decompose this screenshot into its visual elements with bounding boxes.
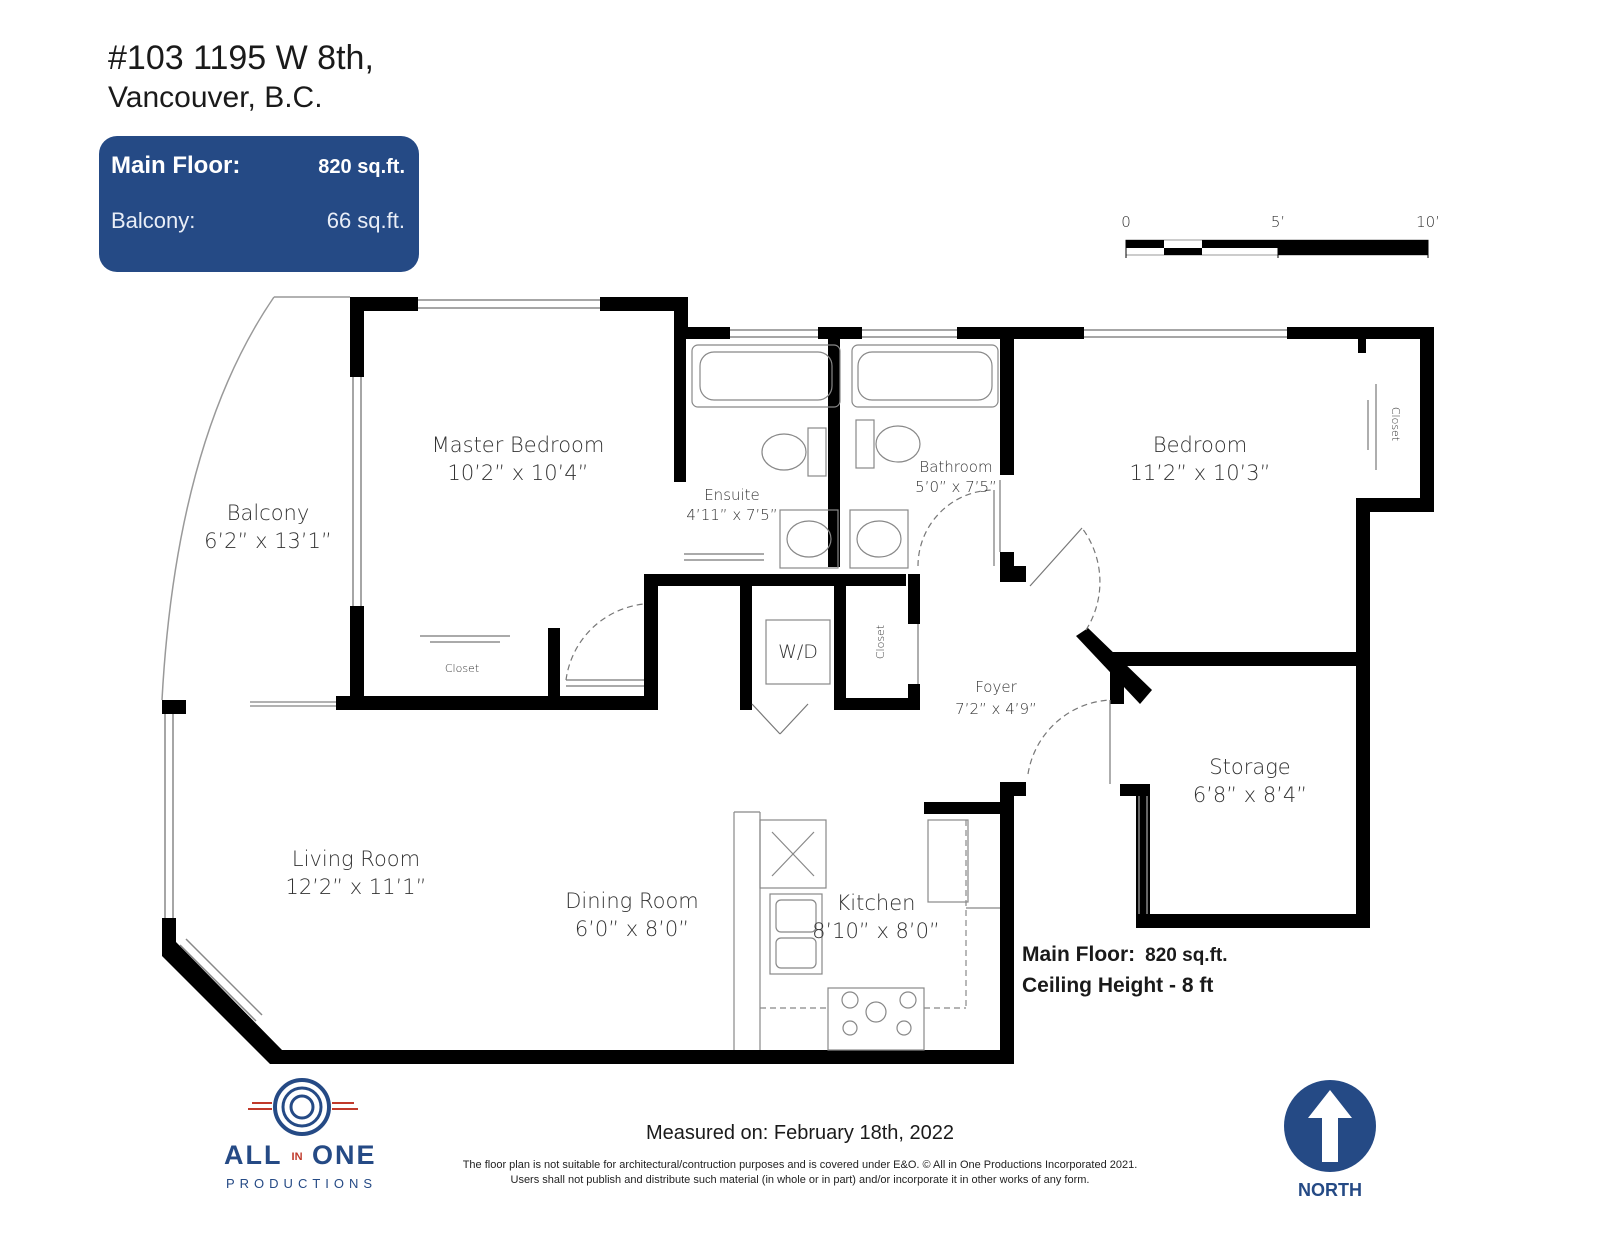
bathroom-toilet <box>875 425 921 463</box>
company-brand-name: ALL IN ONE <box>224 1140 377 1171</box>
foyer-closet-label: Closet <box>874 625 887 659</box>
north-label: NORTH <box>1298 1180 1362 1200</box>
master-bedroom-name: Master Bedroom <box>432 433 605 457</box>
bathroom-dims: 5’0” x 7’5” <box>915 478 997 496</box>
brand-in: IN <box>291 1150 303 1163</box>
ceiling-height: Ceiling Height - 8 ft <box>1022 974 1214 997</box>
stove <box>827 987 925 1051</box>
bedroom-name: Bedroom <box>1153 433 1247 457</box>
disclaimer-line-2: Users shall not publish and distribute s… <box>510 1174 1090 1186</box>
bedroom-closet-label: Closet <box>1389 407 1402 441</box>
balcony-area-row: Balcony: 66 sq.ft. <box>111 208 405 234</box>
foyer-name: Foyer <box>975 678 1017 696</box>
washer-dryer <box>765 619 831 685</box>
washer-dryer-label: W/D <box>778 641 818 663</box>
main-floor-value: 820 sq.ft. <box>318 156 405 178</box>
living-room-name: Living Room <box>292 847 420 871</box>
north-arrow-icon <box>1284 1080 1376 1172</box>
bathroom-bathtub <box>851 344 999 408</box>
balcony-label: Balcony: <box>111 208 196 233</box>
kitchen-cabinet <box>927 819 969 903</box>
bathroom-name: Bathroom <box>919 458 992 476</box>
company-logo-icon <box>248 1078 358 1136</box>
ensuite-toilet <box>761 433 807 471</box>
brand-one: ONE <box>312 1140 377 1170</box>
summary-main-floor-label: Main Floor: <box>1022 943 1136 966</box>
balcony-dims: 6’2” x 13’1” <box>204 529 332 553</box>
kitchen-name: Kitchen <box>837 891 916 915</box>
balcony-name: Balcony <box>227 501 310 525</box>
property-city: Vancouver, B.C. <box>108 81 323 114</box>
main-floor-area-row: Main Floor: 820 sq.ft. <box>111 152 405 180</box>
foyer-dims: 7’2” x 4’9” <box>955 700 1037 718</box>
scale-tick-5: 5’ <box>1271 213 1285 231</box>
floor-summary: Main Floor: 820 sq.ft. Ceiling Height - 8… <box>1022 940 1228 1001</box>
measured-date: Measured on: February 18th, 2022 <box>646 1122 954 1144</box>
property-address: #103 1195 W 8th, <box>108 39 374 77</box>
storage-dims: 6’8” x 8’4” <box>1193 783 1307 807</box>
bedroom-dims: 11’2” x 10’3” <box>1129 461 1270 485</box>
brand-all: ALL <box>224 1140 282 1170</box>
disclaimer-line-1: The floor plan is not suitable for archi… <box>462 1159 1138 1171</box>
scale-bar: 0 5’ 10’ <box>1121 213 1440 258</box>
company-brand-sub: PRODUCTIONS <box>226 1176 378 1191</box>
area-summary-box: Main Floor: 820 sq.ft. Balcony: 66 sq.ft… <box>99 136 419 272</box>
ensuite-sink <box>779 509 839 569</box>
ensuite-name: Ensuite <box>704 486 760 504</box>
balcony-value: 66 sq.ft. <box>326 208 405 233</box>
main-floor-label: Main Floor: <box>111 152 241 179</box>
fixtures <box>691 344 1000 1051</box>
summary-main-floor-value: 820 sq.ft. <box>1145 945 1228 966</box>
windows <box>164 299 1287 1022</box>
doors <box>420 384 1377 784</box>
ensuite-bathtub <box>691 344 841 408</box>
dining-room-name: Dining Room <box>565 889 699 913</box>
balcony-outline <box>161 296 350 707</box>
kitchen-sink <box>769 893 823 975</box>
living-room-dims: 12’2” x 11’1” <box>285 875 426 899</box>
scale-tick-0: 0 <box>1121 213 1131 231</box>
dining-room-dims: 6’0” x 8’0” <box>575 917 689 941</box>
master-bedroom-dims: 10’2” x 10’4” <box>447 461 588 485</box>
room-labels: Master Bedroom 10’2” x 10’4” Balcony 6’2… <box>204 407 1402 943</box>
bathroom-sink <box>849 509 909 569</box>
ensuite-dims: 4’11” x 7’5” <box>686 506 777 524</box>
master-closet-label: Closet <box>445 662 479 675</box>
scale-tick-10: 10’ <box>1416 213 1440 231</box>
disclaimer: The floor plan is not suitable for archi… <box>0 1158 1600 1188</box>
storage-name: Storage <box>1209 755 1290 779</box>
kitchen-dims: 8’10” x 8’0” <box>812 919 940 943</box>
